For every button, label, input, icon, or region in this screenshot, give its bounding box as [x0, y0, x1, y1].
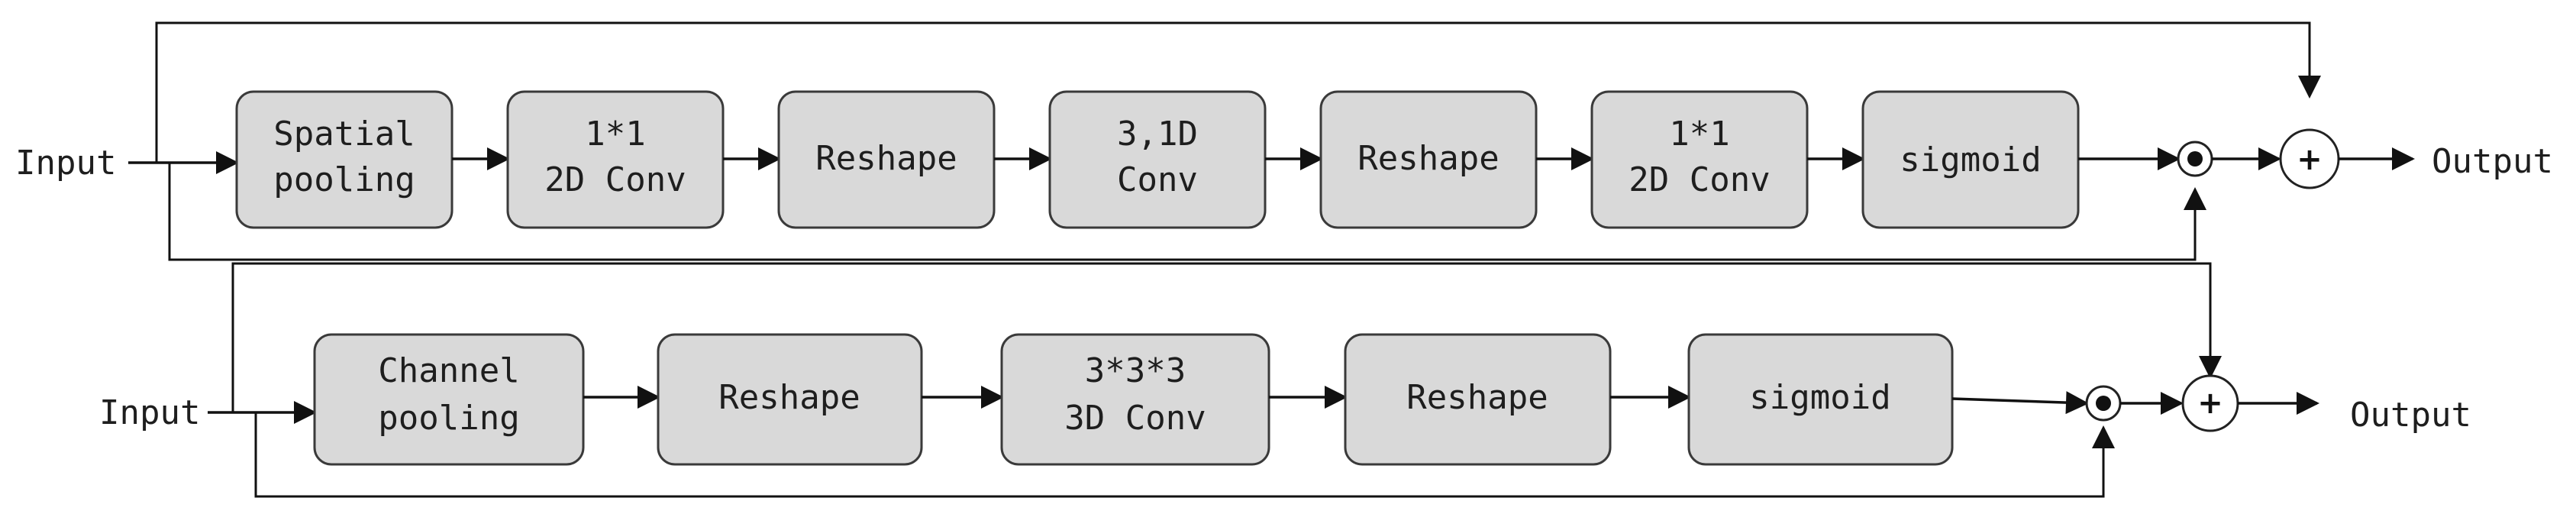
top-add-icon: + — [2279, 128, 2340, 189]
bottom-output-label: Output — [2350, 396, 2471, 435]
block-label-line2: pooling — [378, 399, 519, 438]
bottom-input-label: Input — [99, 393, 200, 432]
block-label-line2: 2D Conv — [1629, 160, 1770, 199]
top-block-spatial-pooling: Spatial pooling — [235, 90, 454, 229]
top-block-sigmoid: sigmoid — [1861, 90, 2080, 229]
top-block-reshape-2: Reshape — [1319, 90, 1538, 229]
top-block-1d-conv: 3,1D Conv — [1048, 90, 1267, 229]
top-gate-path — [168, 163, 2206, 261]
bottom-block-channel-pooling: Channel pooling — [313, 333, 585, 466]
block-label: sigmoid — [1900, 141, 2041, 179]
top-output-label: Output — [2432, 142, 2553, 181]
top-multiply-icon — [2177, 141, 2213, 177]
top-input-label: Input — [15, 144, 116, 183]
block-label: Reshape — [1406, 378, 1548, 417]
top-branch: Input Spatial pooling 1*1 2D Conv Reshap… — [15, 21, 2553, 261]
block-label: Reshape — [815, 139, 957, 178]
bottom-residual-path — [231, 262, 2222, 412]
top-block-2d-conv-1: 1*1 2D Conv — [506, 90, 725, 229]
bottom-gate-path — [254, 412, 2115, 498]
top-block-2d-conv-2: 1*1 2D Conv — [1590, 90, 1809, 229]
block-label-line2: 3D Conv — [1064, 399, 1206, 438]
block-label-line2: 2D Conv — [544, 160, 686, 199]
svg-text:+: + — [2297, 142, 2323, 177]
bottom-branch: Input Channel pooling Reshape 3*3*3 3D C… — [99, 262, 2471, 498]
bottom-add-icon: + — [2181, 374, 2239, 432]
block-label-line2: pooling — [273, 160, 415, 199]
block-label: Reshape — [718, 378, 860, 417]
block-label-line1: Channel — [378, 351, 519, 390]
top-residual-path — [155, 21, 2321, 163]
block-label-line1: Spatial — [273, 115, 415, 154]
arrow — [1951, 391, 2089, 415]
block-label: sigmoid — [1749, 378, 1890, 417]
top-block-reshape-1: Reshape — [777, 90, 996, 229]
bottom-multiply-icon — [2085, 385, 2122, 422]
bottom-block-reshape-2: Reshape — [1344, 333, 1612, 466]
svg-text:+: + — [2197, 386, 2223, 421]
bottom-block-sigmoid: sigmoid — [1687, 333, 1954, 466]
bottom-block-reshape-1: Reshape — [657, 333, 923, 466]
block-label-line2: Conv — [1117, 160, 1198, 199]
block-label-line1: 1*1 — [585, 115, 645, 154]
block-label-line1: 3,1D — [1117, 115, 1198, 154]
block-label: Reshape — [1357, 139, 1499, 178]
block-label-line1: 1*1 — [1669, 115, 1729, 154]
bottom-block-3d-conv: 3*3*3 3D Conv — [1000, 333, 1270, 466]
block-label-line1: 3*3*3 — [1085, 351, 1186, 390]
